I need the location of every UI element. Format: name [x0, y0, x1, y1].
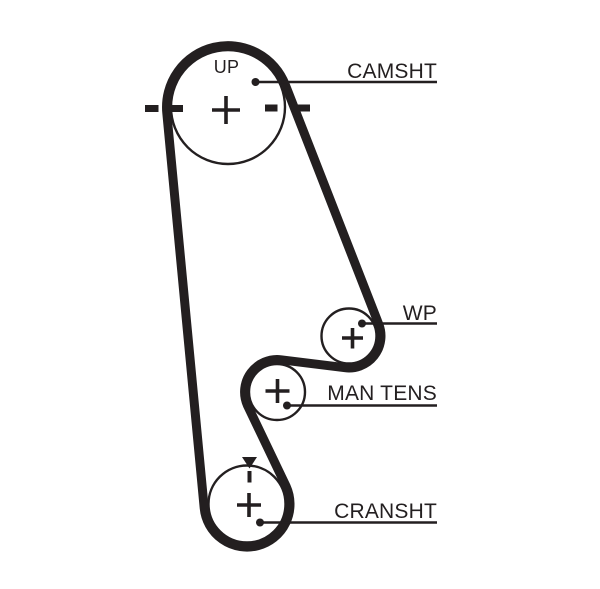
camshaft-leader-dot [251, 78, 260, 86]
tensioner-label: MAN TENS [327, 382, 437, 405]
water-pump-label: WP [403, 302, 437, 325]
water-pump-leader-dot [358, 319, 366, 328]
crankshaft-label: CRANSHT [334, 500, 437, 523]
up-direction-label: UP [214, 57, 239, 77]
camshaft-center-cross [212, 96, 240, 124]
timing-mark-arrow-icon [242, 457, 257, 469]
crankshaft-center-cross [237, 493, 261, 517]
crankshaft-pulley [207, 464, 287, 544]
tensioner-leader-dot [283, 401, 291, 410]
tensioner-center-cross [265, 379, 290, 403]
water-pump-pulley [320, 307, 378, 365]
crankshaft-leader-dot [256, 518, 264, 527]
timing-belt [162, 41, 386, 552]
water-pump-center-cross [342, 328, 363, 349]
camshaft-label: CAMSHT [347, 60, 437, 83]
camshaft-centerline-dashes [145, 104, 310, 112]
